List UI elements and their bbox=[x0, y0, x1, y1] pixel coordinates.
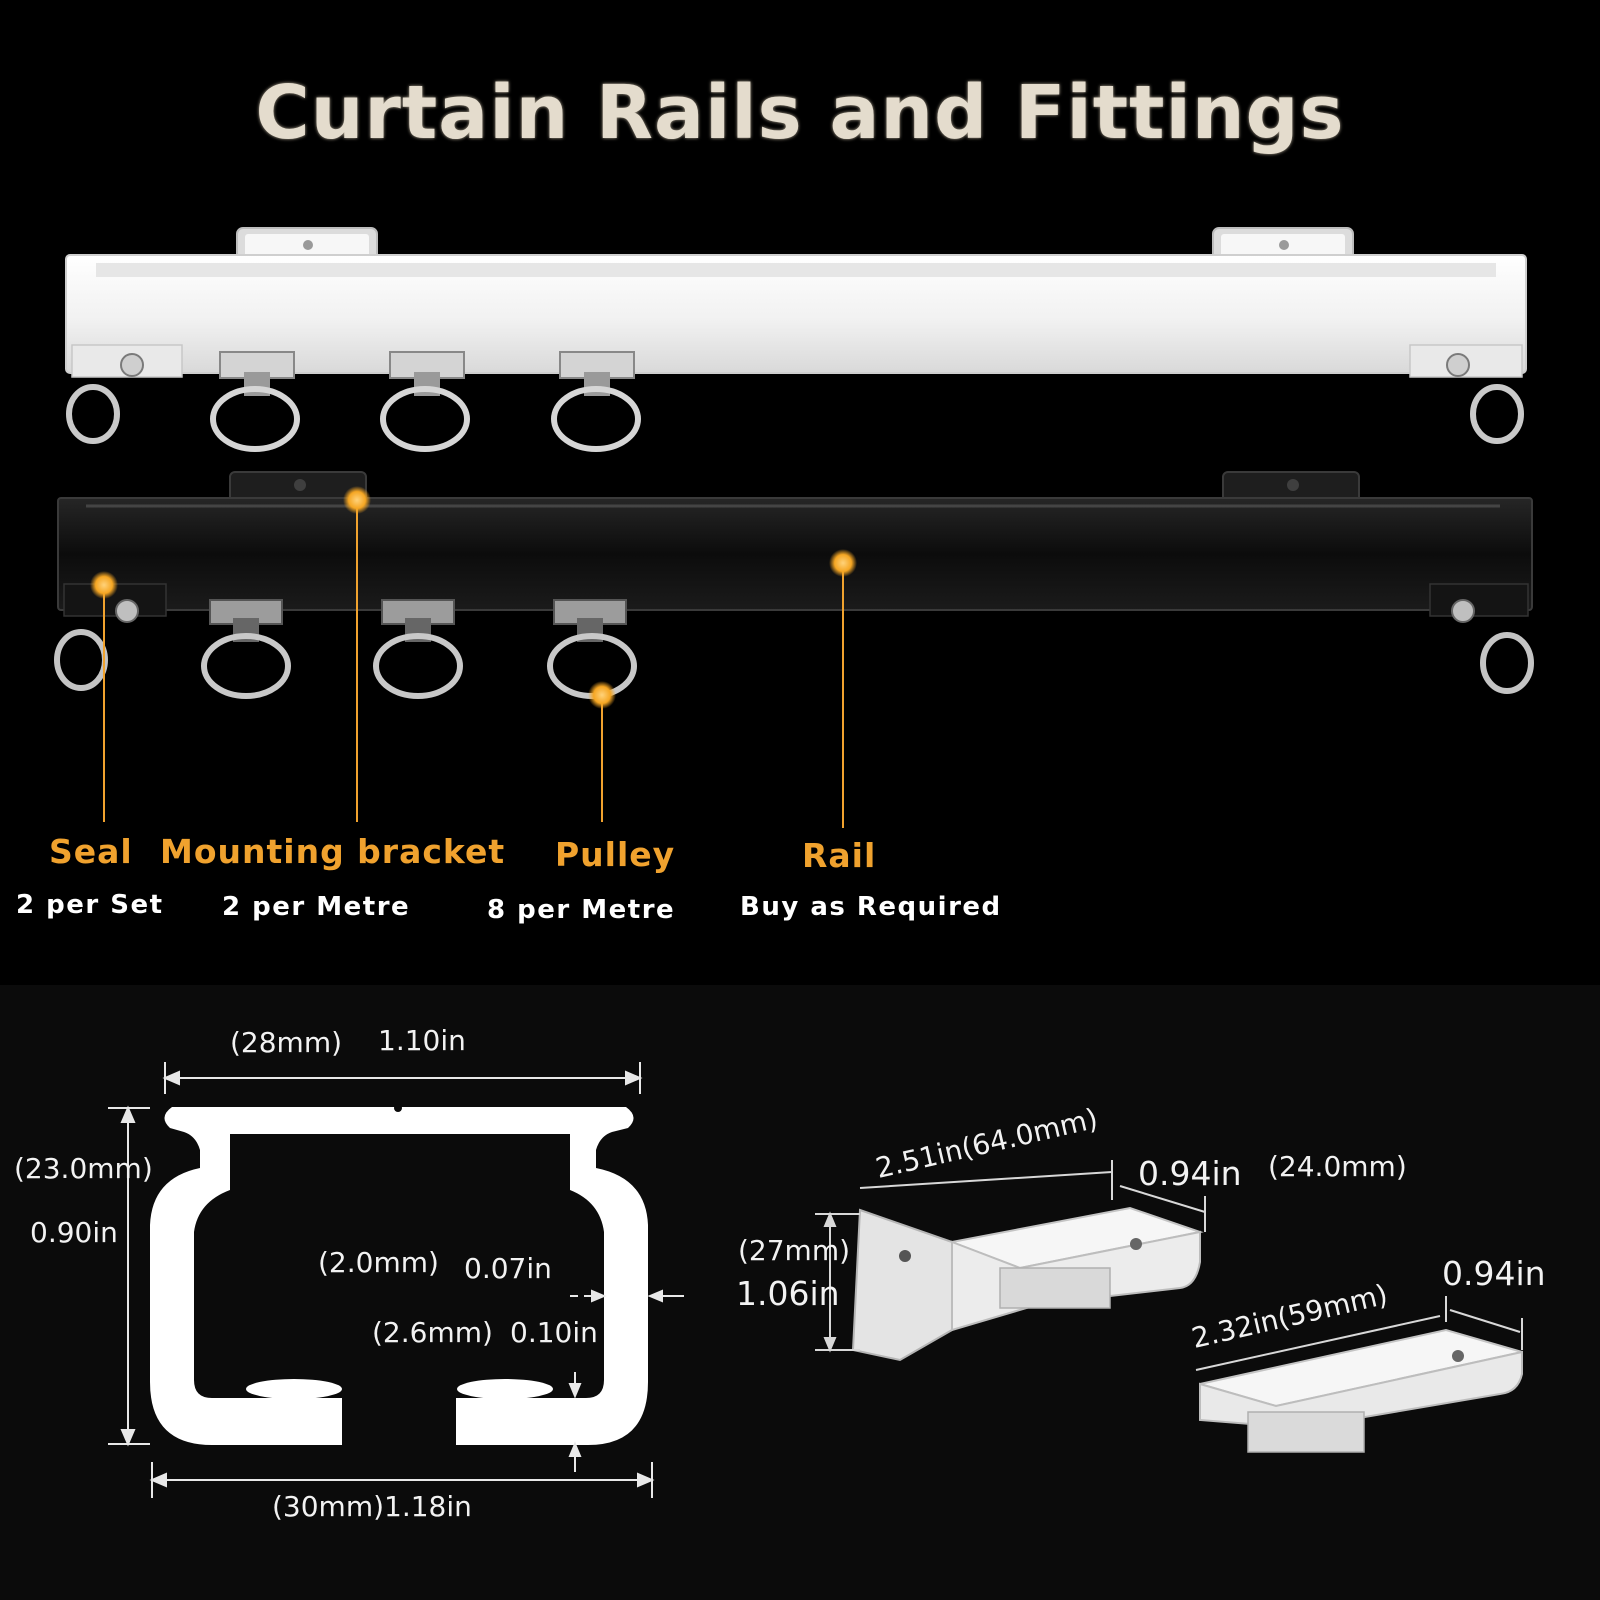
small-bracket-dimension-lines bbox=[1195, 1296, 1523, 1371]
black-pulley-1 bbox=[201, 599, 291, 699]
large-bracket-height-mm: (27mm) bbox=[738, 1234, 851, 1267]
dimension-diagram-panel bbox=[0, 985, 1600, 1600]
white-pulley-1 bbox=[210, 351, 300, 452]
profile-lip-in: 0.10in bbox=[510, 1316, 598, 1349]
large-bracket-width-mm: (24.0mm) bbox=[1268, 1150, 1407, 1183]
mounting-bracket-label: Mounting bracket bbox=[160, 832, 506, 871]
rail-label: Rail bbox=[802, 836, 877, 875]
profile-lip-mm: (2.6mm) bbox=[372, 1316, 493, 1349]
callout-pulley bbox=[588, 681, 616, 822]
white-rail bbox=[65, 227, 1527, 452]
white-pulley-3 bbox=[551, 351, 641, 452]
small-bracket bbox=[1199, 1328, 1523, 1453]
profile-dimension-lines bbox=[108, 1062, 684, 1498]
seal-quantity: 2 per Set bbox=[16, 890, 164, 920]
profile-top-width-mm: (28mm) bbox=[230, 1026, 343, 1059]
callout-mounting-bracket bbox=[343, 486, 371, 822]
profile-wall-in: 0.07in bbox=[464, 1252, 552, 1285]
profile-wall-mm: (2.0mm) bbox=[318, 1246, 439, 1279]
profile-bottom-width: (30mm)1.18in bbox=[272, 1490, 472, 1523]
black-rail bbox=[54, 471, 1534, 699]
white-pulley-2 bbox=[380, 351, 470, 452]
seal-label: Seal bbox=[49, 832, 133, 871]
mounting-bracket-quantity: 2 per Metre bbox=[222, 892, 411, 922]
small-bracket-width-in: 0.94in bbox=[1442, 1254, 1546, 1293]
page-title: Curtain Rails and Fittings bbox=[255, 70, 1345, 156]
pulley-quantity: 8 per Metre bbox=[487, 895, 676, 925]
black-pulley-3 bbox=[547, 599, 637, 699]
large-bracket-dimension-lines bbox=[815, 1160, 1206, 1353]
large-bracket-height-in: 1.06in bbox=[736, 1274, 840, 1313]
large-bracket bbox=[851, 1206, 1204, 1362]
profile-top-width-in: 1.10in bbox=[378, 1024, 466, 1057]
rail-quantity: Buy as Required bbox=[740, 892, 1002, 922]
profile-height-mm: (23.0mm) bbox=[14, 1152, 153, 1185]
callout-rail bbox=[829, 549, 857, 828]
rail-profile-shape bbox=[150, 1104, 648, 1445]
profile-height-in: 0.90in bbox=[30, 1216, 118, 1249]
callout-seal bbox=[90, 571, 118, 822]
black-pulley-2 bbox=[373, 599, 463, 699]
large-bracket-width-in: 0.94in bbox=[1138, 1154, 1242, 1193]
pulley-label: Pulley bbox=[555, 835, 676, 874]
